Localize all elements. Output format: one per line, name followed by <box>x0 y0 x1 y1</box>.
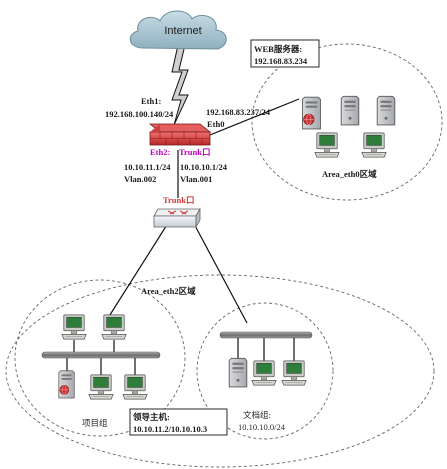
area-eth0-zone <box>251 43 443 201</box>
web-server-icon <box>301 96 322 130</box>
doc-group-label: 文档组: <box>243 410 271 420</box>
internet-label: Internet <box>164 25 201 37</box>
leader-host-ips: 10.10.11.2/10.10.10.3 <box>133 424 207 434</box>
web-server-title: WEB服务器: <box>254 44 302 54</box>
pc-icon <box>88 374 114 400</box>
leader-host-title: 领导主机: <box>132 412 170 422</box>
area-eth0-label: Area_eth0区域 <box>322 169 377 179</box>
eth1-label: Eth1: <box>141 96 161 106</box>
pc-icon <box>314 132 340 158</box>
vlan002-label: Vlan.002 <box>124 174 156 184</box>
eth1-ip: 192.168.100.140/24 <box>105 109 174 119</box>
pc-icon <box>101 314 127 340</box>
firewall-icon <box>148 123 212 146</box>
pc-icon <box>122 374 148 400</box>
server-tower-icon <box>340 95 360 126</box>
leader-host-label-box <box>129 408 228 436</box>
pc-icon <box>251 360 277 386</box>
eth0-label: Eth0 <box>207 119 224 129</box>
wan-lightning-link <box>171 44 189 126</box>
doc-group-lan-bus <box>219 331 313 339</box>
project-group-lan-bus <box>41 351 161 359</box>
vlan001-ip: 10.10.10.1/24 <box>180 162 228 172</box>
server-tower-icon <box>228 357 248 388</box>
area-eth2-zone <box>5 274 435 468</box>
doc-group-zone <box>196 302 334 440</box>
project-group-label: 项目组 <box>82 418 108 428</box>
project-group-zone <box>14 279 186 437</box>
switch-icon <box>153 207 201 229</box>
eth0-ip: 192.168.83.237/24 <box>206 107 271 117</box>
doc-group-subnet: 10.10.10.0/24 <box>238 422 286 432</box>
vlan001-label: Vlan.001 <box>180 174 212 184</box>
pc-icon <box>61 314 87 340</box>
fw-trunk-label: Trunk口 <box>179 147 211 157</box>
web-server-ip: 192.168.83.234 <box>254 56 308 66</box>
vlan002-ip: 10.10.11.1/24 <box>124 162 171 172</box>
fw-to-web-link <box>204 98 300 138</box>
switch-trunk-label: Trunk口 <box>163 195 195 205</box>
pc-icon <box>361 132 387 158</box>
internet-cloud-icon: Internet <box>129 10 227 50</box>
pc-icon <box>281 360 307 386</box>
area-eth2-label: Area_eth2区域 <box>141 286 196 296</box>
eth2-label: Eth2: <box>150 147 170 157</box>
web-server-icon <box>58 370 75 399</box>
web-server-label-box <box>250 39 320 68</box>
server-tower-icon <box>376 95 396 126</box>
switch-to-doc-link <box>191 219 248 324</box>
switch-to-project-link <box>107 219 171 319</box>
